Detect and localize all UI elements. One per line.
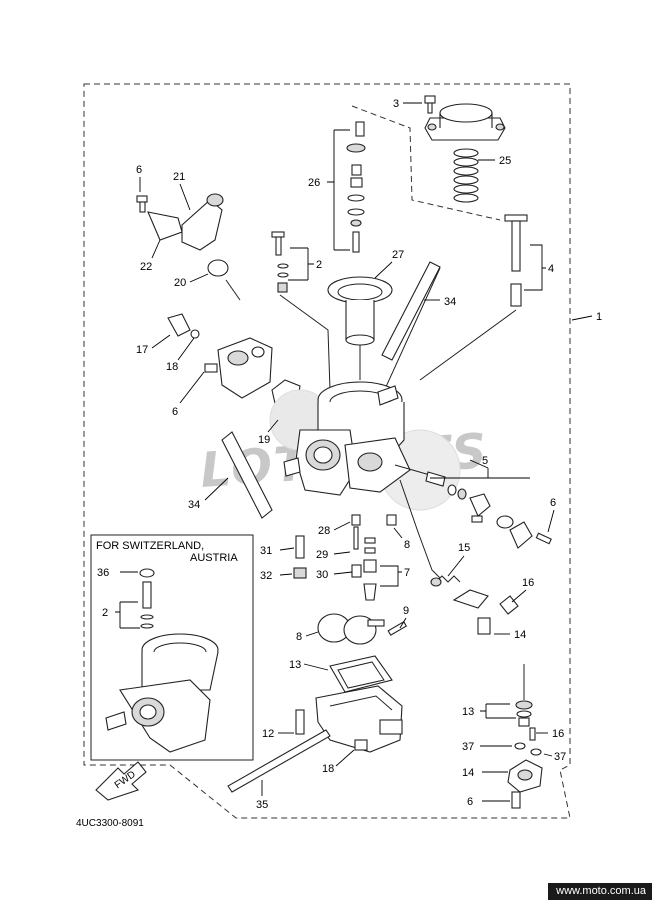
screw-part: [535, 532, 552, 545]
callout-25: 22: [140, 261, 152, 273]
rod-part: [529, 727, 536, 741]
carburetor-body: [269, 381, 461, 511]
vacuum-piston-part: [327, 276, 393, 346]
callout-9: 8: [296, 631, 302, 643]
callout-5: 5: [482, 455, 488, 467]
callout-16: 13: [289, 659, 301, 671]
spring-part: [430, 575, 461, 587]
hose-part: [221, 431, 273, 519]
jet-needle-set: [346, 121, 366, 253]
screw-part: [204, 363, 218, 373]
callout-7: 7: [404, 567, 410, 579]
sensor-part: [147, 193, 224, 251]
inset-title-line2: AUSTRIA: [190, 552, 238, 564]
callout-27: 27: [392, 249, 404, 261]
callout-20: 17: [136, 344, 148, 356]
callout-18: 15: [458, 542, 470, 554]
callout-22: 19: [258, 434, 270, 446]
inset-frame: [90, 534, 254, 761]
pilot-screw-set: [271, 231, 289, 293]
callout-10: 9: [403, 605, 409, 617]
float-pin-part: [387, 621, 408, 636]
inset-carburetor: [105, 568, 219, 753]
callout-17: 14: [514, 629, 526, 641]
callout-23: 20: [174, 277, 186, 289]
assembly-outline: [83, 83, 571, 819]
inset-callout-36: 36: [97, 567, 109, 579]
callout-1: 1: [596, 311, 602, 323]
callout-33: 32: [260, 570, 272, 582]
callout-9-label: 7: [296, 631, 302, 643]
callout-2: 2: [316, 259, 322, 271]
inset-callout-2: 2: [102, 607, 108, 619]
callout-6-a: 6: [136, 164, 142, 176]
callout-37-b: 37: [554, 751, 566, 763]
callout-31: 30: [316, 569, 328, 581]
spring-part: [453, 148, 479, 203]
plunger-set: [515, 700, 533, 727]
o-ring-part: [514, 742, 542, 756]
hose-part: [381, 261, 441, 361]
starter-plunger-set: [425, 471, 533, 549]
callouts: 3 25 26 6 21 22 2 27 4 20 34 1 17 18 6 1…: [97, 98, 602, 811]
screw-part: [424, 95, 436, 114]
accelerator-pump-part: [217, 337, 273, 399]
callout-12: 13: [462, 706, 474, 718]
float-part: [317, 613, 385, 645]
part-code: 4UC3300-8091: [76, 818, 144, 829]
float-valve-part: [477, 617, 491, 635]
callout-6-b: 6: [172, 406, 178, 418]
callout-32: 31: [260, 545, 272, 557]
callout-11: 12: [262, 728, 274, 740]
callout-30: 29: [316, 549, 328, 561]
throttle-stop-screw-set: [504, 214, 528, 307]
callout-14: 16: [552, 728, 564, 740]
callout-37-a: 37: [462, 741, 474, 753]
callout-15: 18: [322, 763, 334, 775]
jet-set: [293, 514, 397, 601]
drain-pipe-part: [227, 729, 331, 793]
o-ring-part: [207, 259, 229, 277]
o-ring-part: [190, 329, 200, 339]
callout-35: 35: [256, 799, 268, 811]
callout-19: 16: [522, 577, 534, 589]
callout-13: 14: [462, 767, 474, 779]
float-chamber-gasket: [329, 655, 393, 693]
callout-34-a: 34: [444, 296, 456, 308]
fwd-arrow-icon: FWD: [95, 761, 147, 801]
callout-29: 28: [318, 525, 330, 537]
lever-part: [452, 589, 489, 609]
screw-part: [136, 195, 148, 213]
callout-3: 3: [393, 98, 399, 110]
callout-34-b: 34: [188, 499, 200, 511]
callout-24: 21: [173, 171, 185, 183]
inset-title-line1: FOR SWITZERLAND,: [96, 540, 204, 552]
callout-4: 4: [548, 263, 554, 275]
callout-21: 18: [166, 361, 178, 373]
callout-8: 8: [404, 539, 410, 551]
screw-part: [295, 709, 305, 735]
float-chamber-part: [315, 685, 403, 753]
callout-26: 26: [308, 177, 320, 189]
adjust-screw-part: [167, 313, 191, 337]
callout-6-d: 6: [467, 796, 473, 808]
site-badge: www.moto.com.ua: [548, 883, 652, 900]
callout-6-c: 6: [550, 497, 556, 509]
screw-part: [511, 791, 521, 809]
callout-28: 25: [499, 155, 511, 167]
pump-cover-part: [507, 759, 543, 793]
top-cover-part: [424, 103, 506, 141]
